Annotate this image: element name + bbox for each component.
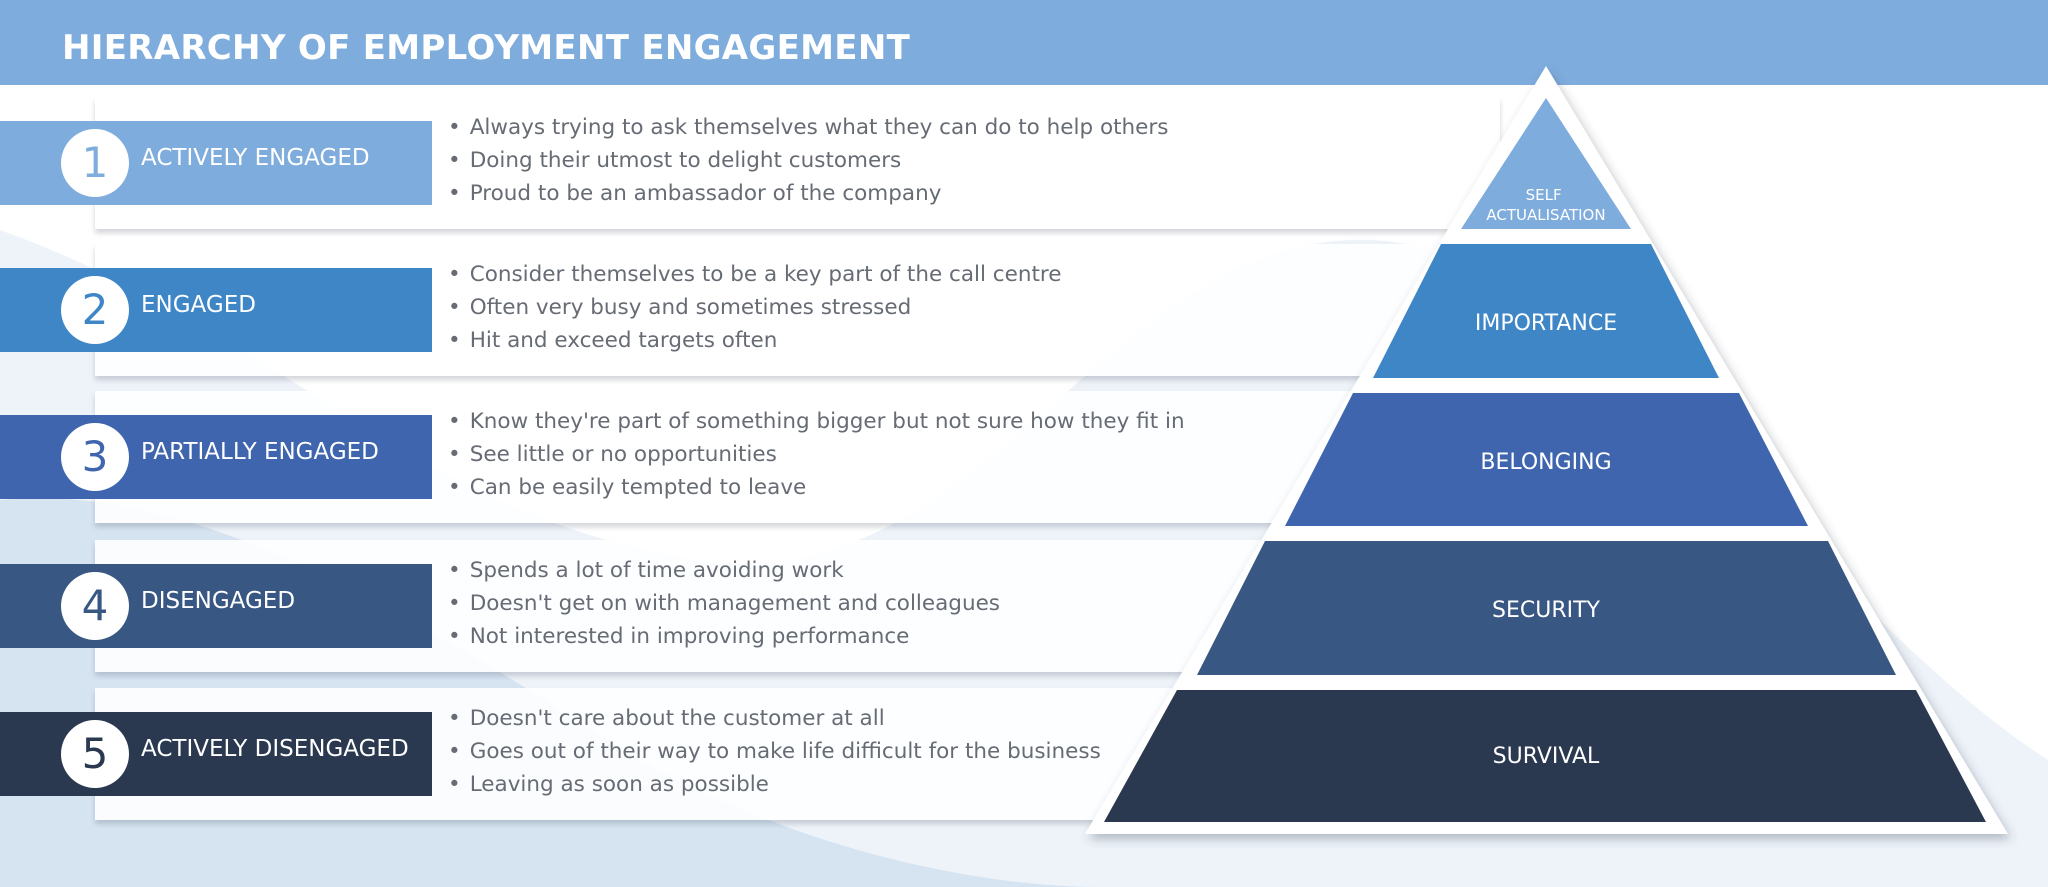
level-label: PARTIALLY ENGAGED xyxy=(141,439,379,465)
level-description-item: Consider themselves to be a key part of … xyxy=(448,258,1062,291)
level-description-list: Consider themselves to be a key part of … xyxy=(448,258,1062,357)
level-description-item: Hit and exceed targets often xyxy=(448,324,1062,357)
pyramid-level-label: BELONGING xyxy=(1480,450,1611,475)
level-description-item: Can be easily tempted to leave xyxy=(448,471,1185,504)
level-description-item: Spends a lot of time avoiding work xyxy=(448,554,1000,587)
pyramid-level-shape xyxy=(1197,541,1896,675)
level-description-item: Proud to be an ambassador of the company xyxy=(448,177,1168,210)
header-bar: HIERARCHY OF EMPLOYMENT ENGAGEMENT xyxy=(0,0,2048,85)
level-number-badge: 2 xyxy=(61,276,129,344)
level-description-item: Leaving as soon as possible xyxy=(448,768,1101,801)
pyramid-level-label: SECURITY xyxy=(1492,598,1601,623)
pyramid-level-shape xyxy=(1461,98,1631,229)
pyramid-level-label: SURVIVAL xyxy=(1493,744,1600,769)
page-title: HIERARCHY OF EMPLOYMENT ENGAGEMENT xyxy=(62,28,911,68)
pyramid-level-shape xyxy=(1104,690,1986,822)
level-description-item: Goes out of their way to make life diffi… xyxy=(448,735,1101,768)
level-number-badge: 5 xyxy=(61,720,129,788)
level-description-item: Doesn't get on with management and colle… xyxy=(448,587,1000,620)
level-description-item: Doesn't care about the customer at all xyxy=(448,702,1101,735)
level-description-item: Know they're part of something bigger bu… xyxy=(448,405,1185,438)
level-number-badge: 4 xyxy=(61,572,129,640)
engagement-row: 1 ACTIVELY ENGAGED Always trying to ask … xyxy=(0,97,1500,247)
level-label: DISENGAGED xyxy=(141,588,296,614)
level-description-list: Always trying to ask themselves what the… xyxy=(448,111,1169,210)
pyramid-level-label-line: SELF xyxy=(1526,186,1562,204)
engagement-row: 2 ENGAGED Consider themselves to be a ke… xyxy=(0,244,1500,394)
pyramid-level-shape xyxy=(1373,244,1719,378)
pyramid-level-shape xyxy=(1285,393,1808,526)
level-label: ENGAGED xyxy=(141,292,256,318)
level-label: ACTIVELY ENGAGED xyxy=(141,145,370,171)
pyramid-level-label: SELF ACTUALISATION xyxy=(1486,186,1605,224)
level-description-item: Not interested in improving performance xyxy=(448,620,1000,653)
level-description-list: Doesn't care about the customer at all G… xyxy=(448,702,1101,801)
level-description-item: Doing their utmost to delight customers xyxy=(448,144,1168,177)
level-description-list: Know they're part of something bigger bu… xyxy=(448,405,1185,504)
level-description-item: Often very busy and sometimes stressed xyxy=(448,291,1062,324)
level-number-badge: 3 xyxy=(61,423,129,491)
pyramid-level-label: IMPORTANCE xyxy=(1475,311,1617,336)
engagement-row: 3 PARTIALLY ENGAGED Know they're part of… xyxy=(0,391,1500,541)
level-description-item: See little or no opportunities xyxy=(448,438,1185,471)
level-description-item: Always trying to ask themselves what the… xyxy=(448,111,1169,144)
level-label: ACTIVELY DISENGAGED xyxy=(141,736,409,762)
level-number-badge: 1 xyxy=(61,129,129,197)
pyramid-level-label-line: ACTUALISATION xyxy=(1486,206,1605,224)
level-description-list: Spends a lot of time avoiding work Doesn… xyxy=(448,554,1000,653)
